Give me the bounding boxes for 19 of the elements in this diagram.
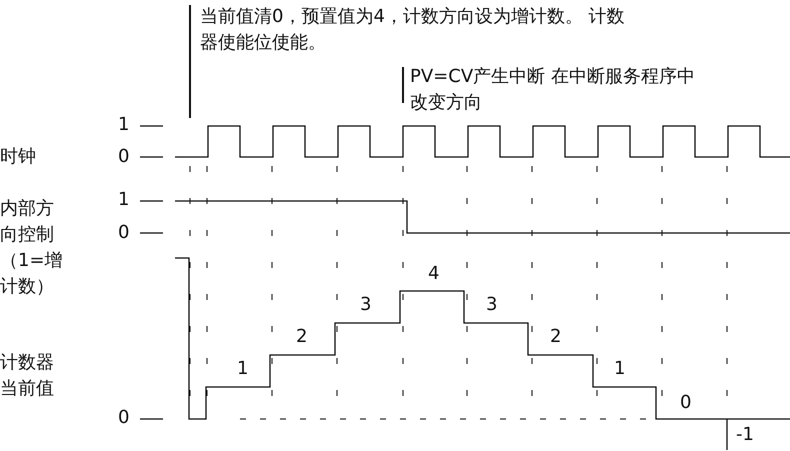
signal-name: 计数器当前值 [0, 351, 55, 401]
level-value: 0 [118, 406, 130, 430]
count-value: -1 [736, 423, 754, 447]
level-value: 0 [118, 145, 130, 169]
signal-name: 内部方向控制（1=增计数） [0, 197, 64, 299]
count-value: 1 [614, 357, 626, 381]
count-value: 2 [550, 325, 562, 349]
level-value: 0 [118, 221, 130, 245]
level-value: 1 [118, 188, 130, 212]
count-value: 4 [428, 262, 440, 286]
annotation-text: PV=CV产生中断 在中断服务程序中改变方向 [410, 65, 696, 115]
count-value: 3 [486, 293, 498, 317]
signal-name: 时钟 [0, 145, 36, 169]
level-value: 1 [118, 113, 130, 137]
count-value: 3 [360, 293, 372, 317]
count-value: 1 [237, 357, 248, 381]
annotation-text: 当前值清0，预置值为4，计数方向设为增计数。 计数器使能位使能。 [200, 5, 626, 55]
count-value: 0 [680, 391, 692, 415]
count-value: 2 [296, 325, 308, 349]
